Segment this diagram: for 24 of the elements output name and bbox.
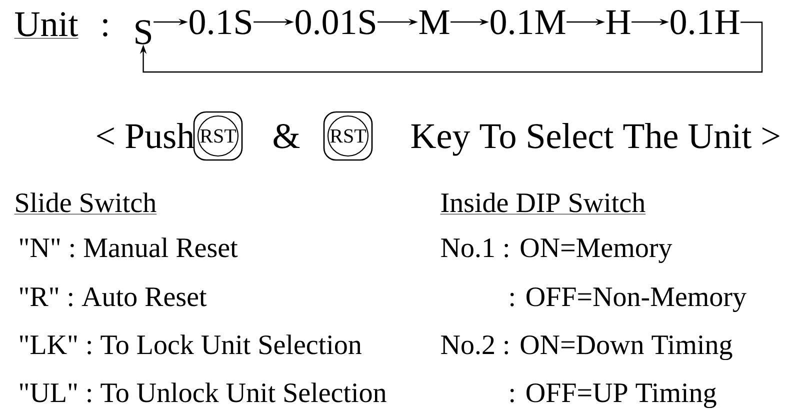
instruction-text: Key To Select The Unit > — [411, 123, 780, 156]
list-item: "N" : Manual Reset — [20, 238, 238, 258]
unit-text: 0.01S — [296, 10, 376, 34]
unit-text: 0.1H — [670, 10, 740, 34]
list-item: : OFF=Non-Memory — [510, 287, 746, 312]
list-item: "R" : Auto Reset — [20, 288, 207, 306]
list-item: No.1 : ON=Memory — [441, 238, 672, 264]
list-item: "LK" : To Lock Unit Selection — [20, 334, 362, 354]
colon: : — [103, 19, 108, 36]
heading: Inside DIP Switch — [440, 192, 646, 214]
key-button: RST — [193, 111, 243, 161]
key-button: RST — [323, 111, 373, 161]
unit-text: S — [136, 20, 152, 44]
list-item: No.2 : ON=Down Timing — [441, 335, 732, 360]
list-item: "UL" : To Unlock Unit Selection — [20, 382, 386, 402]
list-item: : OFF=UP Timing — [510, 383, 716, 408]
unit-text: M — [419, 10, 450, 34]
unit-text: H — [606, 10, 630, 34]
heading: Slide Switch — [14, 192, 157, 214]
unit-text: 0.1M — [490, 10, 566, 34]
instruction-text: & — [274, 124, 300, 148]
heading: Unit — [14, 12, 79, 38]
loop-arrow — [140, 22, 763, 73]
unit-text: 0.1S — [190, 10, 252, 34]
